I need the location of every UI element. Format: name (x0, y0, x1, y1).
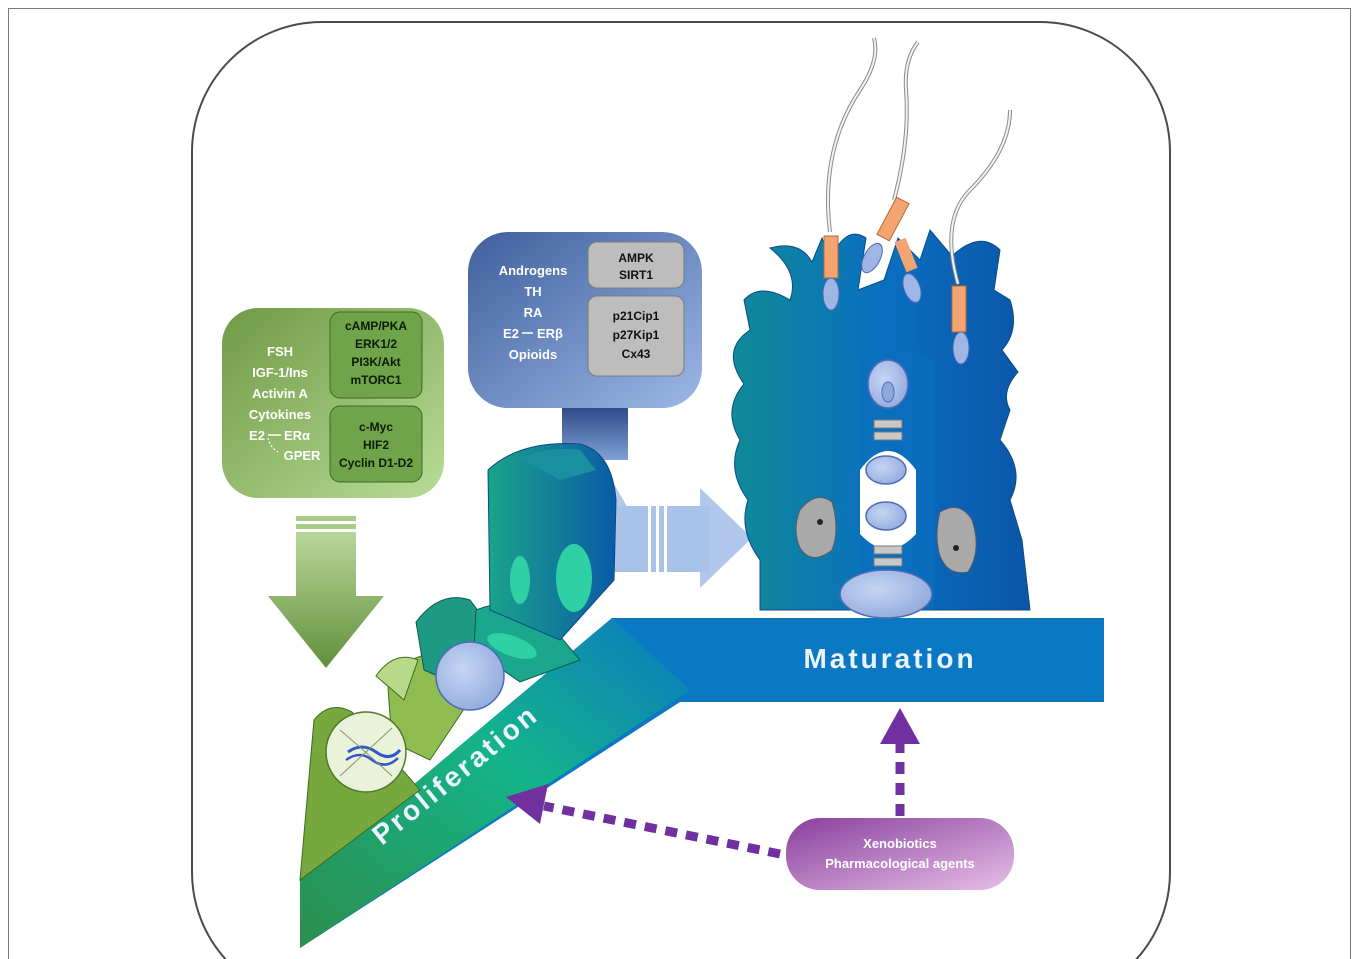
purple-agents-box: Xenobiotics Pharmacological agents (786, 818, 1014, 890)
target-p21: p21Cip1 (613, 309, 660, 323)
target-cyclin: Cyclin D1-D2 (339, 456, 413, 470)
maturation-label: Maturation (803, 643, 976, 674)
signal-camp: cAMP/PKA (345, 319, 407, 333)
maturation-bar (300, 618, 1104, 948)
signal-sirt1: SIRT1 (619, 268, 653, 282)
xenobiotics-label: Xenobiotics (863, 836, 937, 851)
signal-ampk: AMPK (618, 251, 654, 265)
factor-androgens: Androgens (499, 263, 568, 278)
e2-branch-icon (267, 437, 279, 453)
factor-activin: Activin A (252, 386, 308, 401)
purple-dotted-arrows (506, 708, 920, 859)
factor-cytokines: Cytokines (249, 407, 311, 422)
blue-factor-box: Androgens TH RA E2 ERβ Opioids AMPK SIRT… (468, 232, 702, 460)
target-p27: p27Kip1 (613, 328, 660, 342)
factor-e2-blue: E2 (503, 326, 519, 341)
factor-igf: IGF-1/Ins (252, 365, 308, 380)
factor-er-beta: ERβ (537, 326, 563, 341)
factor-gper: GPER (284, 448, 321, 463)
figure-frame (8, 8, 1351, 959)
signal-erk: ERK1/2 (355, 337, 397, 351)
sertoli-cells (731, 37, 1031, 619)
up-arrowhead-icon (880, 708, 920, 744)
target-hif2: HIF2 (363, 438, 389, 452)
factor-er-alpha: ERα (284, 428, 310, 443)
factor-fsh: FSH (267, 344, 293, 359)
left-arrowhead-icon (506, 784, 548, 824)
factor-ra: RA (524, 305, 543, 320)
pharmacological-label: Pharmacological agents (825, 856, 975, 871)
green-down-arrow (268, 516, 384, 668)
signal-pi3k: PI3K/Akt (351, 355, 400, 369)
proliferation-bar (300, 618, 690, 948)
target-cmyc: c-Myc (359, 420, 393, 434)
factor-e2: E2 (249, 428, 265, 443)
blue-right-arrow (600, 460, 752, 588)
signal-mtorc: mTORC1 (350, 373, 401, 387)
proliferating-cells (299, 443, 617, 882)
factor-opioids: Opioids (509, 347, 557, 362)
green-factor-box: FSH IGF-1/Ins Activin A Cytokines E2 ERα… (222, 308, 444, 498)
target-cx43: Cx43 (622, 347, 651, 361)
factor-th: TH (524, 284, 541, 299)
